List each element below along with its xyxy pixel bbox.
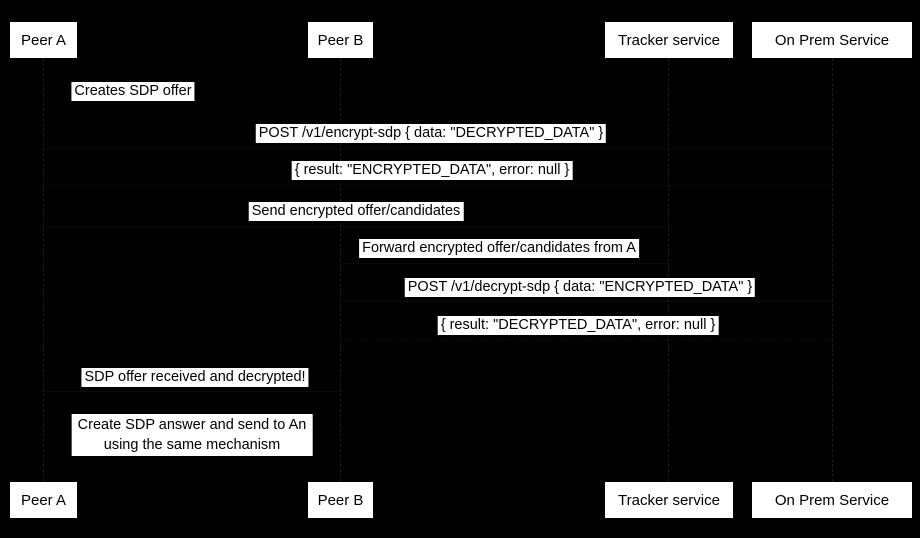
message-decrypt-request: POST /v1/decrypt-sdp { data: "ENCRYPTED_… bbox=[404, 278, 756, 297]
actor-bottom-peer-b: Peer B bbox=[308, 482, 373, 518]
message-offer-received: SDP offer received and decrypted! bbox=[81, 368, 309, 387]
actor-label: Tracker service bbox=[618, 31, 720, 49]
note-line-1: Create SDP answer and send to An bbox=[77, 417, 307, 433]
arrow-encrypt-response bbox=[44, 185, 832, 186]
actor-top-tracker: Tracker service bbox=[605, 22, 733, 58]
lifeline-peer-b bbox=[340, 58, 341, 482]
message-decrypt-response: { result: "DECRYPTED_DATA", error: null … bbox=[437, 316, 719, 335]
note-line-2: using the same mechanism bbox=[103, 437, 281, 453]
arrow-forward-offer bbox=[340, 263, 668, 264]
arrow-encrypt-request bbox=[44, 148, 832, 149]
actor-label: Peer B bbox=[317, 491, 364, 509]
actor-bottom-tracker: Tracker service bbox=[605, 482, 733, 518]
note-create-sdp-answer: Create SDP answer and send to An using t… bbox=[71, 414, 313, 456]
actor-label: Peer A bbox=[20, 491, 67, 509]
actor-label: Peer B bbox=[317, 31, 364, 49]
arrow-decrypt-request bbox=[340, 301, 832, 302]
message-encrypt-request: POST /v1/encrypt-sdp { data: "DECRYPTED_… bbox=[255, 124, 607, 143]
actor-bottom-onprem: On Prem Service bbox=[752, 482, 912, 518]
message-forward-offer: Forward encrypted offer/candidates from … bbox=[359, 239, 639, 258]
actor-bottom-peer-a: Peer A bbox=[10, 482, 77, 518]
actor-label: On Prem Service bbox=[774, 31, 890, 49]
actor-top-onprem: On Prem Service bbox=[752, 22, 912, 58]
lifeline-onprem bbox=[832, 58, 833, 482]
message-encrypt-response: { result: "ENCRYPTED_DATA", error: null … bbox=[291, 161, 573, 180]
actor-label: Tracker service bbox=[618, 491, 720, 509]
arrow-send-offer bbox=[44, 226, 668, 227]
note-creates-sdp-offer: Creates SDP offer bbox=[71, 82, 195, 101]
arrow-offer-received bbox=[44, 391, 340, 392]
lifeline-peer-a bbox=[43, 58, 44, 482]
arrow-decrypt-response bbox=[340, 340, 832, 341]
message-send-offer: Send encrypted offer/candidates bbox=[248, 202, 464, 221]
actor-top-peer-a: Peer A bbox=[10, 22, 77, 58]
lifeline-tracker bbox=[668, 58, 669, 482]
actor-label: Peer A bbox=[20, 31, 67, 49]
actor-top-peer-b: Peer B bbox=[308, 22, 373, 58]
actor-label: On Prem Service bbox=[774, 491, 890, 509]
